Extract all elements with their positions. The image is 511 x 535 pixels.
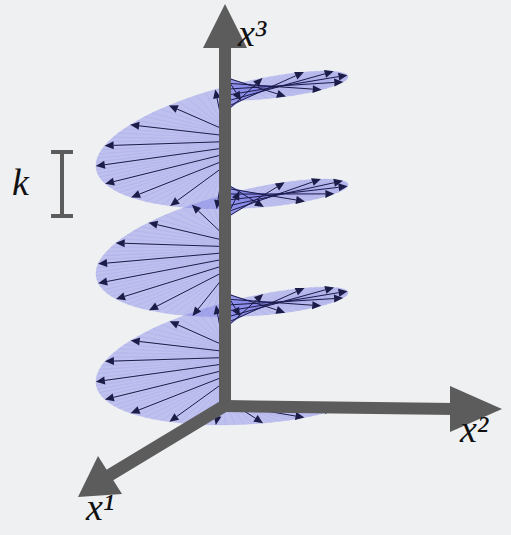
sheet-strip (222, 181, 345, 207)
vector-shaft (114, 155, 222, 182)
x1-axis (106, 400, 228, 481)
vector-shaft (222, 183, 334, 207)
vector-head (338, 289, 348, 297)
vector-head (294, 72, 304, 79)
vector-head (295, 196, 305, 204)
vector-shaft (222, 193, 325, 194)
sheet-strip (222, 72, 341, 101)
vector-head (192, 205, 201, 214)
vector-head (98, 278, 108, 286)
vector-head (312, 301, 321, 309)
vector-head (116, 239, 125, 247)
vector-shaft (114, 358, 222, 361)
vector-shaft (105, 148, 222, 164)
vector-shaft (222, 299, 312, 305)
vector-head (169, 105, 179, 112)
vector-head (324, 286, 334, 294)
vector-head (149, 303, 159, 311)
axis-label: x¹ (86, 488, 114, 526)
vector-shaft (222, 83, 313, 89)
x2-axis (225, 400, 455, 415)
vector-shaft (114, 142, 222, 146)
vector-shaft (222, 182, 312, 214)
vector-shaft (198, 211, 222, 233)
vector-head (169, 413, 179, 422)
vector-head (149, 221, 159, 229)
vector-shaft (157, 225, 222, 240)
vector-head (254, 199, 264, 207)
vector-shaft (107, 253, 222, 263)
vector-shaft (107, 260, 222, 282)
vector-shaft (177, 168, 222, 201)
vector-shaft (157, 273, 222, 307)
vector-shaft (125, 243, 222, 246)
vector-head (295, 288, 305, 295)
vector-head (96, 161, 105, 169)
vector-shaft (114, 371, 222, 398)
vector-shaft (125, 266, 222, 296)
axis-label: x³ (238, 14, 266, 52)
vector-head (275, 182, 285, 190)
vector-head (131, 338, 140, 346)
vector-head (130, 122, 139, 130)
vector-head (98, 259, 107, 267)
vector-shaft (140, 161, 222, 194)
wavelength-label: k (12, 163, 29, 201)
vector-head (105, 141, 114, 149)
vector-head (275, 306, 285, 314)
vector-head (105, 357, 114, 365)
vector-head (192, 307, 201, 317)
vector-shaft (222, 187, 339, 200)
vector-head (96, 376, 105, 384)
vector-shaft (222, 188, 296, 200)
vector-shaft (140, 342, 222, 352)
vector-shaft (139, 126, 222, 135)
vector-head (170, 321, 180, 328)
vector-head (334, 78, 343, 86)
vector-head (276, 90, 286, 98)
vector-head (253, 415, 263, 423)
k-bracket (51, 152, 73, 216)
vector-head (338, 73, 348, 81)
x3-axis (219, 38, 231, 408)
vector-shaft (105, 364, 222, 380)
sheet-strip (222, 71, 334, 104)
vector-head (325, 190, 334, 198)
vector-shaft (139, 377, 222, 410)
vector-shaft (177, 109, 222, 129)
sheet-strip (222, 287, 334, 320)
vector-head (312, 85, 321, 93)
vector-head (233, 91, 241, 101)
vector-head (324, 70, 334, 78)
vector-head (105, 178, 115, 186)
vector-head (295, 412, 305, 420)
vector-head (131, 190, 141, 197)
vector-head (338, 183, 347, 191)
vector-head (170, 197, 180, 206)
vector-head (116, 293, 126, 301)
vector-head (311, 178, 321, 186)
vector-head (105, 393, 115, 401)
axis-label: x² (460, 410, 488, 448)
vector-head (131, 406, 141, 413)
vector-head (334, 295, 343, 303)
vector-head (232, 307, 240, 317)
vector-shaft (178, 325, 222, 345)
